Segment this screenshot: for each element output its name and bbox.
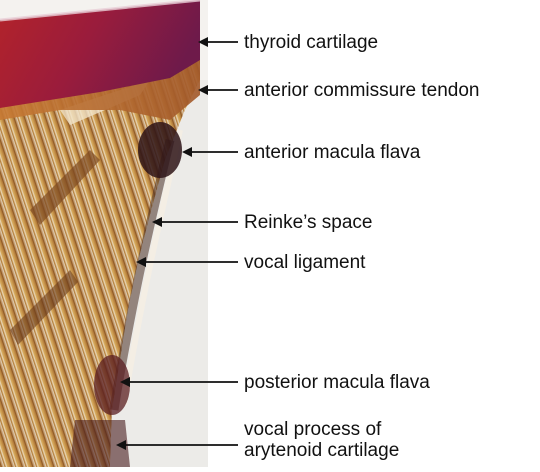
label-anterior-macula-flava: anterior macula flava: [244, 142, 421, 163]
label-vocal-process-line2: arytenoid cartilage: [244, 440, 399, 461]
label-reinkes-space: Reinke’s space: [244, 212, 373, 233]
posterior-macula-flava-region: [94, 355, 130, 415]
annotation-labels: thyroid cartilage anterior commissure te…: [244, 32, 480, 461]
anterior-macula-flava-region: [138, 122, 182, 178]
label-vocal-ligament: vocal ligament: [244, 252, 366, 273]
label-posterior-macula-flava: posterior macula flava: [244, 372, 430, 393]
label-anterior-commissure-tendon: anterior commissure tendon: [244, 80, 480, 101]
label-vocal-process-line1: vocal process of: [244, 419, 382, 440]
label-thyroid-cartilage: thyroid cartilage: [244, 32, 378, 53]
